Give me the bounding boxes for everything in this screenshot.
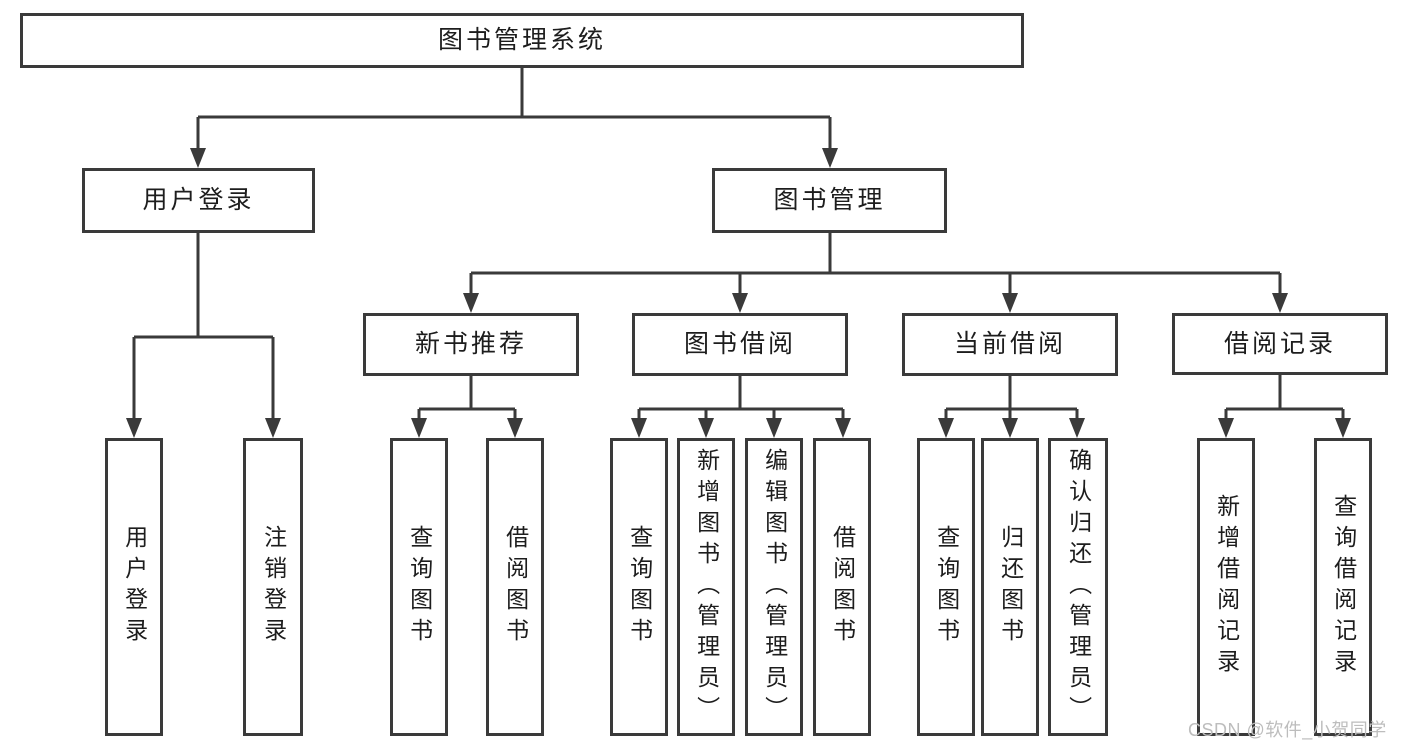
- node-root: 图书管理系统: [20, 13, 1024, 68]
- leaf-confirm-return-admin-label: 确认归还（管理员）: [1065, 447, 1092, 727]
- arrow-down-icons: [126, 148, 1351, 438]
- leaf-borrow-books-recommend: 借阅图书: [486, 438, 544, 736]
- node-borrowing-records: 借阅记录: [1172, 313, 1388, 375]
- leaf-query-books-current-label: 查询图书: [933, 525, 960, 649]
- node-book-management-label: 图书管理: [773, 186, 886, 214]
- leaf-query-borrow-record-label: 查询借阅记录: [1330, 494, 1357, 680]
- node-new-book-recommend: 新书推荐: [363, 313, 579, 376]
- leaf-edit-books-admin-label: 编辑图书（管理员）: [761, 447, 788, 727]
- leaf-query-borrow-record: 查询借阅记录: [1314, 438, 1372, 736]
- node-new-book-recommend-label: 新书推荐: [414, 330, 527, 358]
- node-borrowing-records-label: 借阅记录: [1223, 329, 1336, 358]
- watermark-text: CSDN @软件_小贺同学: [1188, 720, 1387, 740]
- leaf-add-borrow-record-label: 新增借阅记录: [1213, 494, 1240, 680]
- leaf-borrow-books-recommend-label: 借阅图书: [502, 525, 529, 649]
- leaf-return-books-label: 归还图书: [997, 525, 1024, 649]
- leaf-user-login-label: 用户登录: [121, 525, 148, 649]
- leaf-add-books-admin: 新增图书（管理员）: [677, 438, 735, 736]
- leaf-query-books-recommend-label: 查询图书: [406, 525, 433, 649]
- leaf-edit-books-admin: 编辑图书（管理员）: [745, 438, 803, 736]
- leaf-borrow-books-label: 借阅图书: [829, 525, 856, 649]
- leaf-confirm-return-admin: 确认归还（管理员）: [1048, 438, 1108, 736]
- node-user-login: 用户登录: [82, 168, 315, 233]
- leaf-query-books-recommend: 查询图书: [390, 438, 448, 736]
- leaf-add-books-admin-label: 新增图书（管理员）: [693, 447, 720, 727]
- node-book-borrowing-label: 图书借阅: [683, 330, 796, 358]
- node-user-login-label: 用户登录: [142, 186, 255, 214]
- node-book-management: 图书管理: [712, 168, 947, 233]
- leaf-query-books-borrowing-label: 查询图书: [626, 525, 653, 649]
- leaf-borrow-books: 借阅图书: [813, 438, 871, 736]
- node-current-borrowing-label: 当前借阅: [953, 330, 1066, 358]
- node-root-label: 图书管理系统: [437, 26, 606, 54]
- leaf-query-books-current: 查询图书: [917, 438, 975, 736]
- leaf-logout-label: 注销登录: [260, 525, 287, 649]
- node-book-borrowing: 图书借阅: [632, 313, 848, 376]
- watermark: CSDN @软件_小贺同学: [1188, 716, 1387, 742]
- leaf-add-borrow-record: 新增借阅记录: [1197, 438, 1255, 736]
- leaf-logout: 注销登录: [243, 438, 303, 736]
- leaf-user-login: 用户登录: [105, 438, 163, 736]
- leaf-return-books: 归还图书: [981, 438, 1039, 736]
- node-current-borrowing: 当前借阅: [902, 313, 1118, 376]
- leaf-query-books-borrowing: 查询图书: [610, 438, 668, 736]
